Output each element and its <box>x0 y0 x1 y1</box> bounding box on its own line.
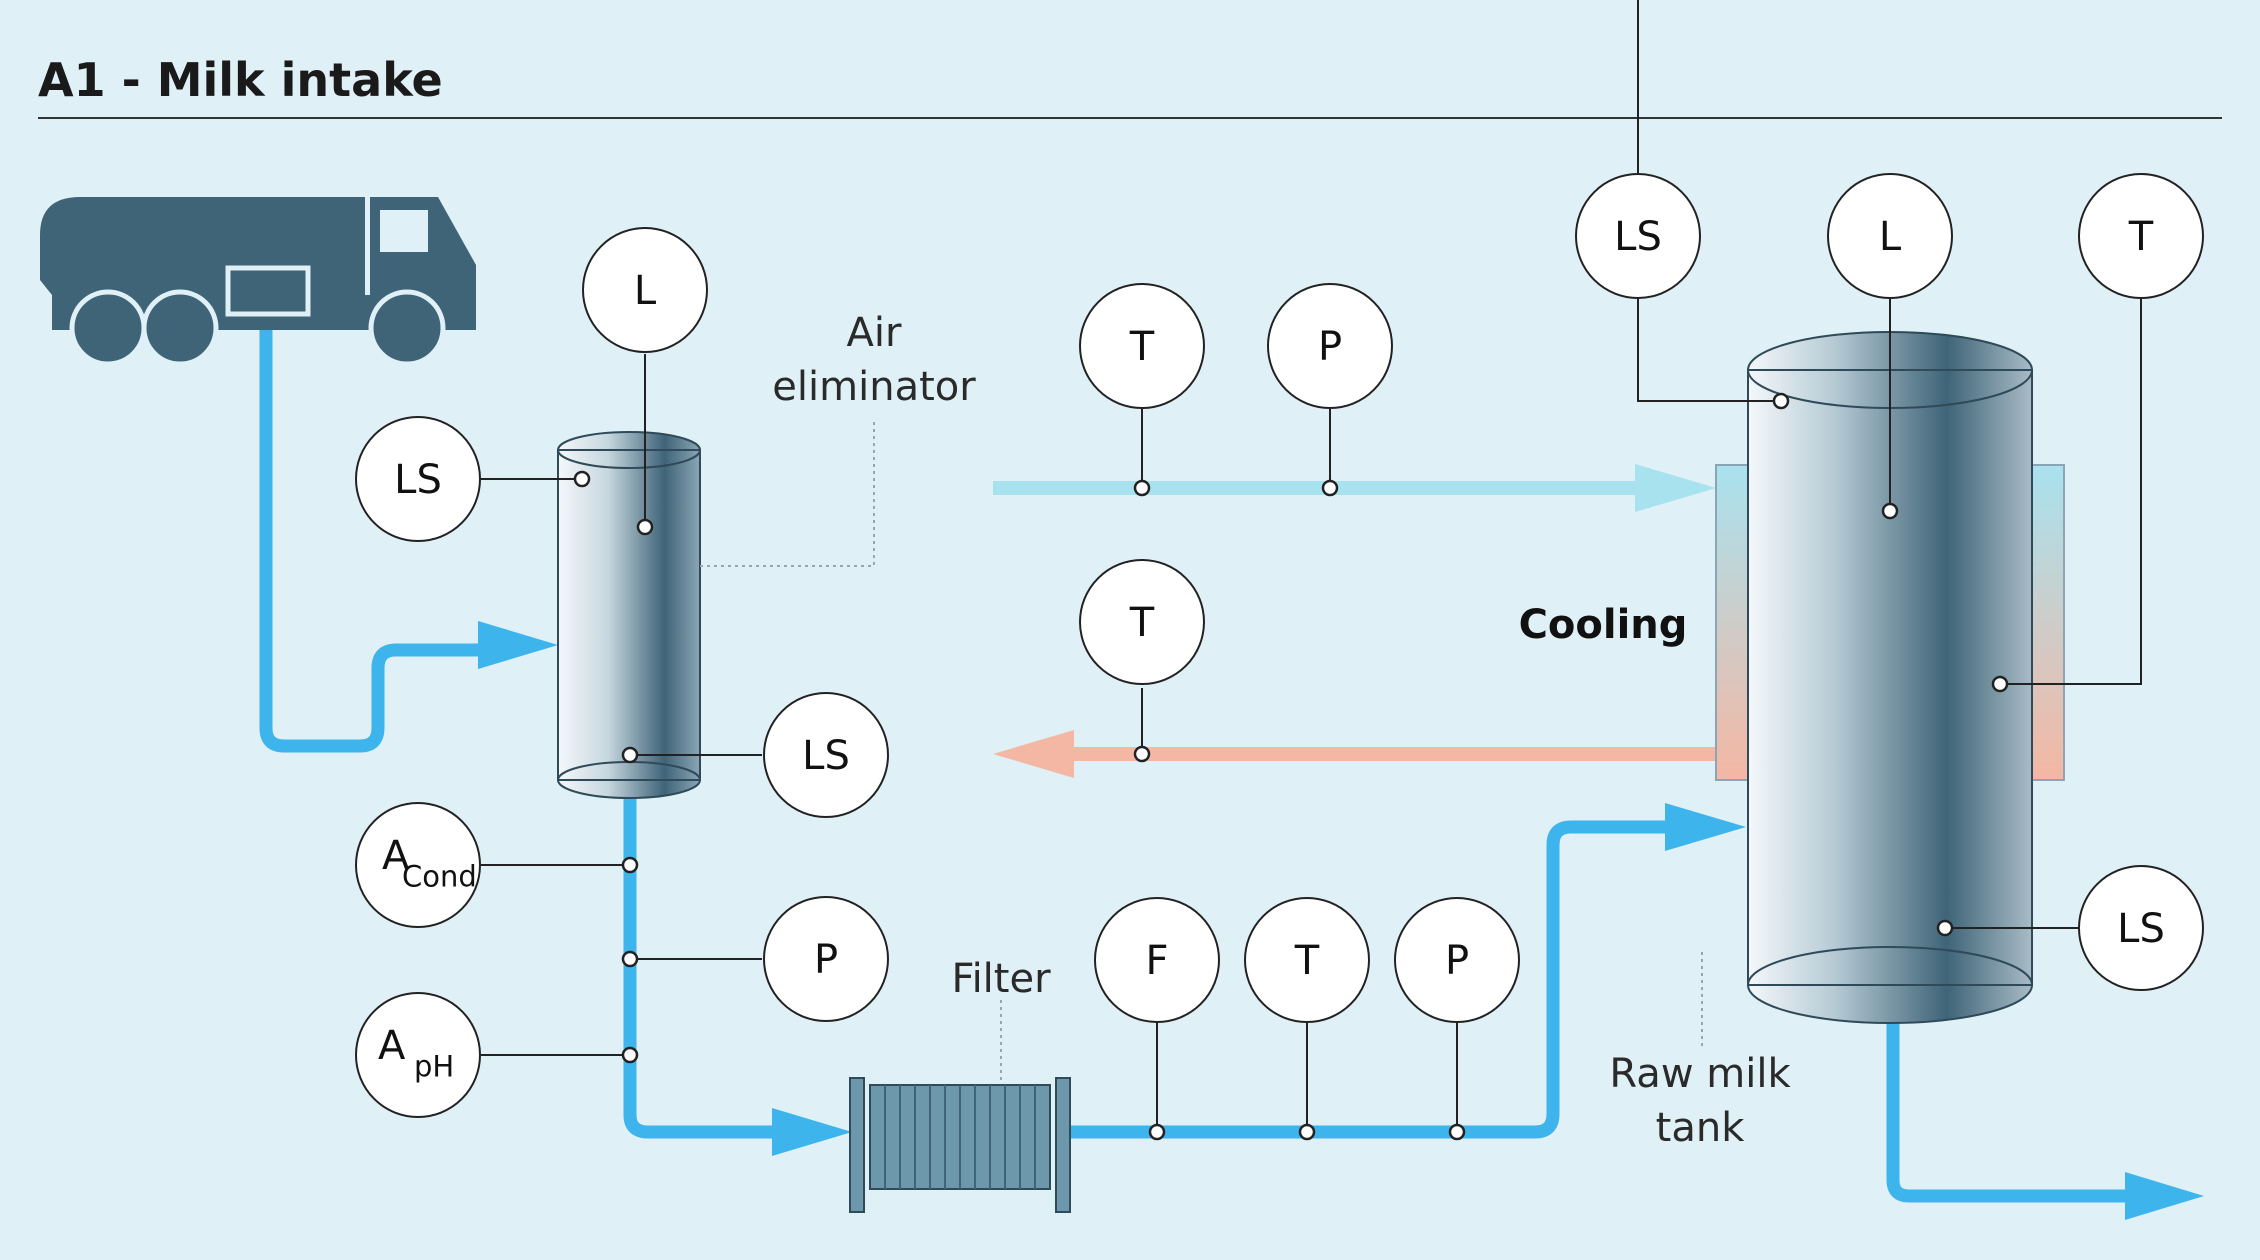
air-eliminator-level-indicator <box>582 227 708 353</box>
flow-indicator <box>1094 897 1220 1023</box>
vessel-icon <box>557 431 701 799</box>
arrow-cooling-in <box>1635 464 1716 512</box>
flow-label: F <box>1145 938 1168 984</box>
cooling-jacket-right <box>2031 464 2065 781</box>
air-eliminator-label-line2: eliminator <box>772 364 976 410</box>
conductivity-analyzer <box>355 802 481 928</box>
cooling-label: Cooling <box>1519 602 1688 648</box>
tank-level-indicator <box>1827 173 1953 299</box>
conductivity-main-label: A <box>382 833 410 879</box>
arrow-into-eliminator <box>478 621 558 669</box>
tank-temperature-label: T <box>2128 214 2154 260</box>
pipe-eliminator-to-filter <box>623 792 780 1139</box>
line-pressure-label: P <box>1445 938 1469 984</box>
pipes <box>259 330 2130 1203</box>
ph-main-label: A <box>378 1023 406 1069</box>
tank-level-switch-top <box>1575 173 1701 299</box>
tank-temperature-indicator <box>2078 173 2204 299</box>
page-title: A1 - Milk intake <box>38 53 443 107</box>
arrow-into-tank <box>1665 803 1746 851</box>
air-eliminator-level-label: L <box>634 268 657 314</box>
raw-milk-tank-label-line1: Raw milk <box>1609 1051 1791 1097</box>
cooling-out-temperature-label: T <box>1129 600 1155 646</box>
ph-sub-label: pH <box>414 1050 454 1084</box>
raw-milk-tank-label-line2: tank <box>1656 1105 1746 1151</box>
air-eliminator-ls-top-label: LS <box>394 457 442 503</box>
conductivity-sub-label: Cond <box>402 860 477 894</box>
arrow-into-filter <box>772 1108 852 1156</box>
filter-label: Filter <box>951 956 1051 1002</box>
cooling-in-temperature-indicator <box>1079 283 1205 409</box>
arrow-cooling-out <box>993 730 1074 778</box>
arrow-tank-outlet <box>2125 1172 2204 1220</box>
cooling-jacket-left <box>1715 464 1749 781</box>
line-temperature-label: T <box>1294 938 1320 984</box>
filter-icon <box>849 1077 1071 1213</box>
instrument-bubbles <box>355 173 2204 1118</box>
tank-icon <box>1715 331 2065 1024</box>
cooling-in-temperature-label: T <box>1129 324 1155 370</box>
cooling-in-pressure-label: P <box>1318 324 1342 370</box>
tank-level-switch-bottom <box>2078 865 2204 991</box>
tap-points <box>573 392 2009 1141</box>
outlet-pressure-indicator <box>763 896 889 1022</box>
cooling-in-pressure-indicator <box>1267 283 1393 409</box>
tank-ls-bottom-label: LS <box>2117 906 2165 952</box>
pipe-filter-to-tank <box>1070 820 1670 1139</box>
ph-analyzer <box>355 992 481 1118</box>
line-pressure-indicator <box>1394 897 1520 1023</box>
air-eliminator-level-switch-top <box>355 416 481 542</box>
pipe-tank-outlet <box>1886 1020 2130 1203</box>
air-eliminator-ls-bottom-label: LS <box>802 733 850 779</box>
outlet-pressure-label: P <box>814 937 838 983</box>
pipe-truck-to-eliminator <box>259 330 480 753</box>
tank-ls-top-label: LS <box>1614 214 1662 260</box>
air-eliminator-level-switch-bottom <box>763 692 889 818</box>
line-temperature-indicator <box>1244 897 1370 1023</box>
air-eliminator-label-line1: Air <box>847 310 902 356</box>
tank-level-label: L <box>1879 214 1902 260</box>
truck-icon <box>40 197 476 367</box>
cooling-out-temperature-indicator <box>1079 559 1205 685</box>
